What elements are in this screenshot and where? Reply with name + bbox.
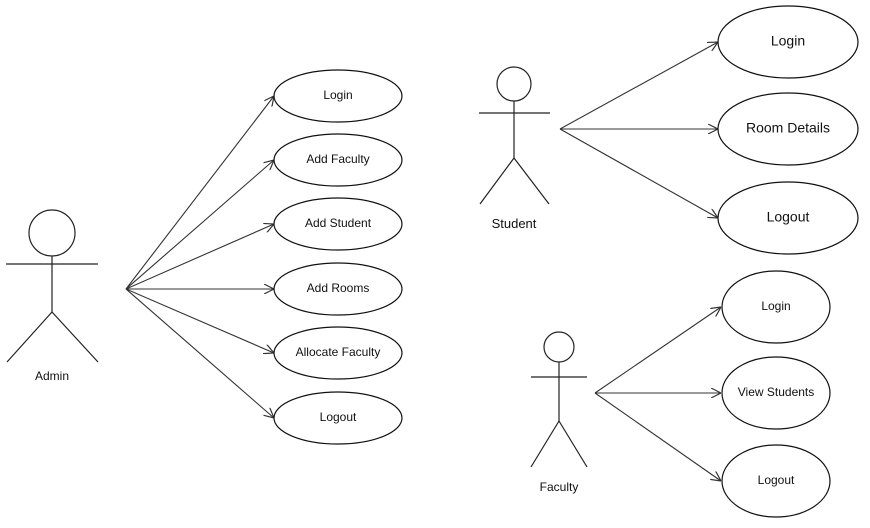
use-case-ellipse: [721, 356, 831, 430]
use-case-admin-login: Login: [273, 69, 403, 123]
association-admin-allocate-faculty: [125, 288, 274, 353]
actor-faculty: Faculty: [530, 331, 588, 494]
actor-student-left-leg: [479, 157, 515, 205]
use-case-label: Room Details: [746, 120, 830, 136]
actor-student-right-leg: [513, 157, 550, 205]
actor-admin: Admin: [6, 209, 99, 383]
use-case-label: Login: [771, 33, 805, 49]
actor-faculty-label: Faculty: [540, 480, 579, 494]
association-admin-add-faculty: [125, 160, 274, 290]
actor-faculty-right-leg: [558, 420, 588, 468]
association-admin-login: [125, 96, 274, 290]
use-case-student-room-details: Room Details: [717, 92, 859, 166]
use-case-label: Login: [323, 88, 352, 102]
use-case-admin-logout: Logout: [273, 391, 403, 445]
use-cases-admin: Login Add Faculty Add Student Add Rooms …: [273, 69, 403, 445]
use-case-label: Allocate Faculty: [296, 345, 381, 359]
use-case-ellipse: [273, 133, 403, 187]
use-case-label: Add Rooms: [307, 281, 370, 295]
use-case-ellipse: [273, 262, 403, 316]
use-case-ellipse: [273, 197, 403, 251]
use-case-label: Logout: [758, 473, 795, 487]
use-case-ellipse: [717, 181, 859, 255]
use-case-faculty-view-students: View Students: [721, 356, 831, 430]
associations-student: [559, 42, 718, 218]
use-cases-student: Login Room Details Logout: [717, 5, 859, 255]
use-case-admin-add-faculty: Add Faculty: [273, 133, 403, 187]
use-case-label: Logout: [320, 410, 357, 424]
actor-admin-left-leg: [6, 311, 53, 363]
associations-admin: [125, 96, 274, 418]
use-case-student-logout: Logout: [717, 181, 859, 255]
association-admin-logout: [125, 288, 274, 418]
use-case-ellipse: [273, 326, 403, 380]
actor-student: Student: [479, 66, 550, 231]
actor-student-label: Student: [492, 216, 537, 231]
association-student-logout: [559, 128, 718, 218]
use-case-ellipse: [273, 391, 403, 445]
use-case-label: View Students: [738, 385, 815, 399]
use-case-ellipse: [717, 5, 859, 79]
association-student-login: [559, 42, 718, 130]
use-case-ellipse: [721, 444, 831, 518]
use-case-admin-add-rooms: Add Rooms: [273, 262, 403, 316]
use-case-admin-allocate-faculty: Allocate Faculty: [273, 326, 403, 380]
use-case-admin-add-student: Add Student: [273, 197, 403, 251]
use-cases-faculty: Login View Students Logout: [721, 270, 831, 518]
association-faculty-login: [594, 307, 721, 394]
use-case-faculty-login: Login: [721, 270, 831, 344]
use-case-ellipse: [273, 69, 403, 123]
use-case-label: Add Student: [305, 216, 372, 230]
association-admin-add-student: [125, 224, 274, 290]
actor-faculty-left-leg: [530, 420, 560, 468]
use-case-label: Login: [761, 299, 790, 313]
use-case-label: Logout: [767, 209, 810, 225]
actor-admin-right-leg: [51, 311, 99, 363]
use-case-student-login: Login: [717, 5, 859, 79]
use-case-faculty-logout: Logout: [721, 444, 831, 518]
use-case-label: Add Faculty: [306, 152, 369, 166]
actor-faculty-head: [543, 331, 575, 363]
associations-faculty: [594, 307, 721, 481]
association-faculty-logout: [594, 392, 721, 481]
actor-admin-label: Admin: [35, 369, 69, 383]
actor-admin-head: [28, 209, 76, 257]
use-case-ellipse: [721, 270, 831, 344]
actor-student-head: [496, 66, 532, 102]
use-case-ellipse: [717, 92, 859, 166]
